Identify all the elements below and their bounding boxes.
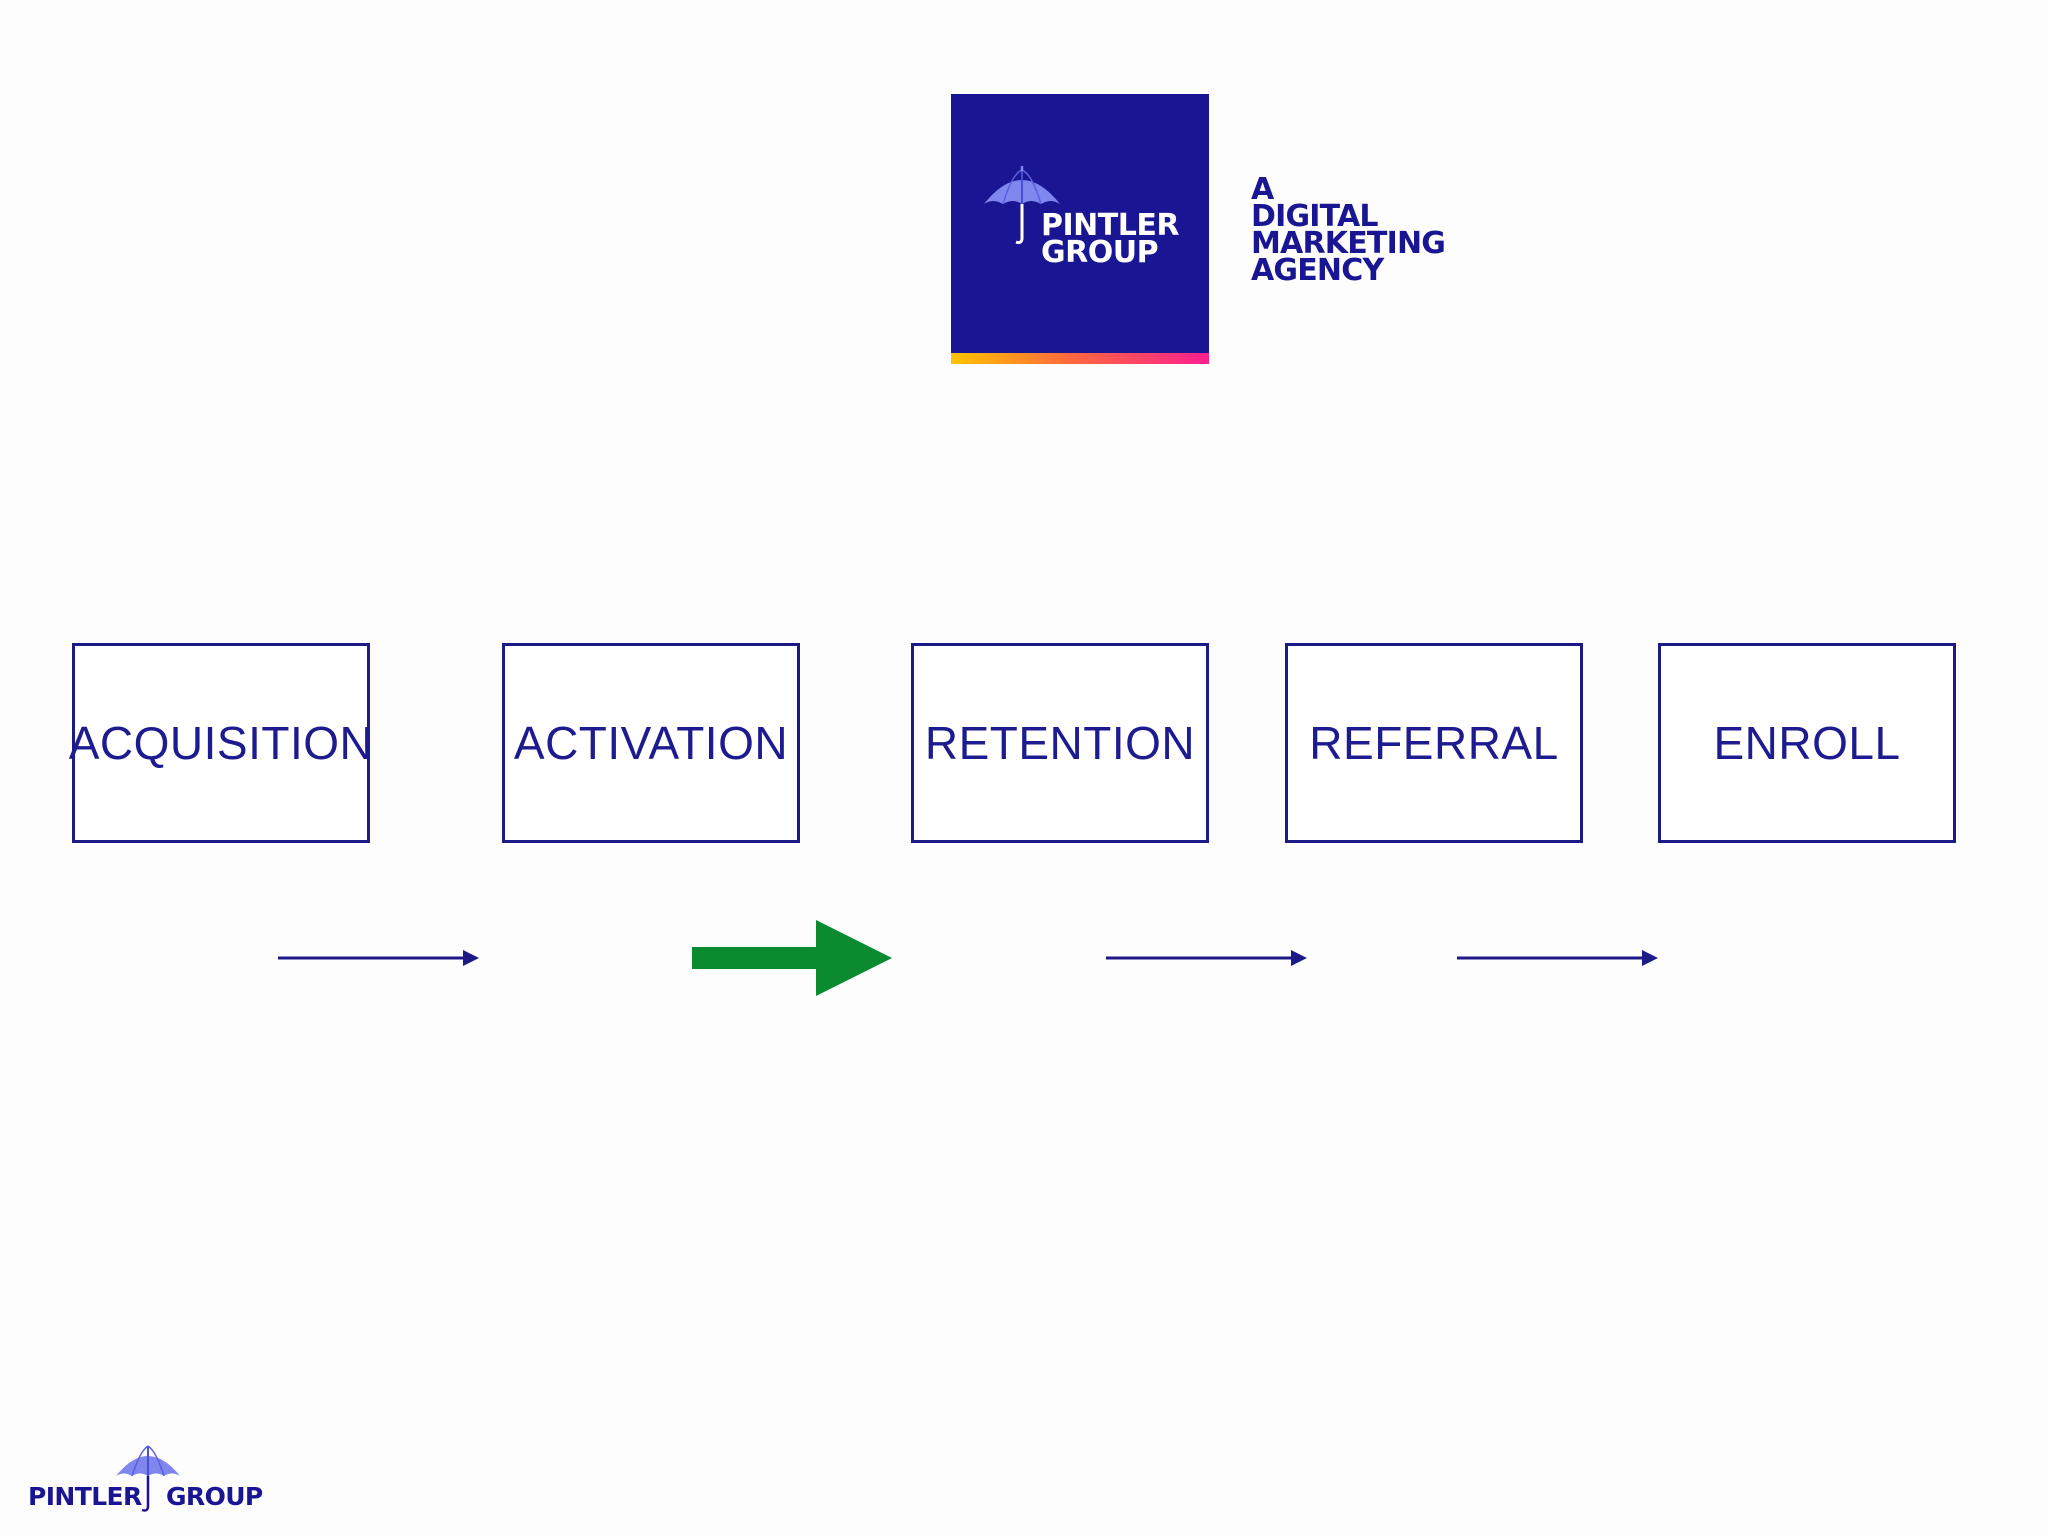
stage-box-enroll: ENROLL bbox=[1658, 643, 1956, 843]
footer-logo: PINTLER GROUP bbox=[28, 1438, 268, 1518]
agency-tagline: A DIGITAL MARKETING AGENCY bbox=[1251, 172, 1446, 288]
stage-box-referral: REFERRAL bbox=[1285, 643, 1583, 843]
umbrella-icon bbox=[116, 1445, 180, 1512]
brand-logo: PINTLER GROUP bbox=[951, 94, 1209, 364]
stage-box-acquisition: ACQUISITION bbox=[69, 643, 373, 843]
stage-box-activation: ACTIVATION bbox=[502, 643, 800, 843]
logo-line-2: GROUP bbox=[1041, 235, 1159, 270]
stage-box-retention: RETENTION bbox=[911, 643, 1209, 843]
tagline-line-2: DIGITAL bbox=[1251, 199, 1379, 234]
stage-label: ACTIVATION bbox=[513, 717, 789, 769]
arrow-activation-retention-highlighted bbox=[692, 920, 892, 996]
stage-label: REFERRAL bbox=[1309, 717, 1559, 769]
stage-label: ENROLL bbox=[1713, 717, 1901, 769]
arrow-acquisition-activation bbox=[278, 950, 479, 966]
footer-logo-right-text: GROUP bbox=[166, 1482, 263, 1511]
logo-line-1: PINTLER bbox=[1041, 208, 1179, 243]
umbrella-icon bbox=[984, 166, 1060, 244]
stage-label: RETENTION bbox=[924, 717, 1196, 769]
tagline-line-1: A bbox=[1251, 172, 1274, 207]
arrow-retention-referral bbox=[1106, 950, 1307, 966]
tagline-line-4: AGENCY bbox=[1251, 253, 1384, 288]
logo-gradient-bar bbox=[951, 353, 1209, 364]
arrow-referral-enroll bbox=[1457, 950, 1658, 966]
stage-label: ACQUISITION bbox=[68, 717, 374, 769]
footer-logo-left-text: PINTLER bbox=[28, 1482, 142, 1511]
tagline-line-3: MARKETING bbox=[1251, 226, 1446, 261]
logo-wordmark: PINTLER GROUP bbox=[1041, 208, 1179, 270]
